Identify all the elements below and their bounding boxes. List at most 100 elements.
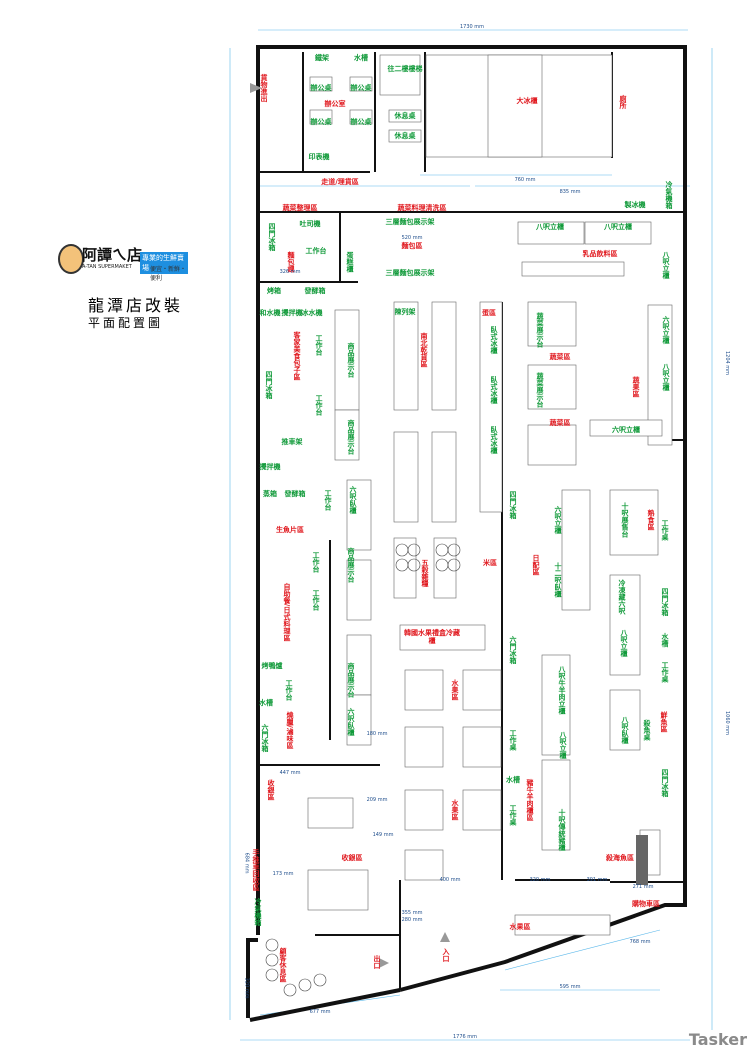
dimension-label: 760 mm xyxy=(514,177,536,183)
zone-label: 五穀雜糧 xyxy=(421,559,429,587)
fixture-label: 發酵箱 xyxy=(284,490,306,498)
dimension-label: 180 mm xyxy=(366,731,388,737)
dimension-label: 677 mm xyxy=(309,1009,331,1015)
fixture-label: 蔬菜展示台 xyxy=(536,312,544,348)
fixture-label: 六呎立櫃 xyxy=(554,506,562,534)
fixture-label: 辦公桌 xyxy=(310,84,332,92)
fixture-label: 商品展示台 xyxy=(347,342,355,378)
fixture-label: 辦公桌 xyxy=(310,118,332,126)
fixture-label: 冷凍藏六呎 xyxy=(618,579,626,615)
fixture-label: 往二樓樓梯 xyxy=(387,65,423,73)
fixture-label: 攪拌機 xyxy=(281,309,303,317)
fixture-label: 鐵架 xyxy=(315,54,329,62)
fixture-label: 休息桌 xyxy=(394,132,416,140)
fixture-label: 四門冰箱 xyxy=(509,491,517,519)
zone-label: 燒臘/滷味區 xyxy=(286,711,294,749)
page-subtitle: 平面配置圖 xyxy=(88,316,164,330)
fixture-label: 蒸箱 xyxy=(263,490,277,498)
zone-label: 收銀區 xyxy=(267,779,275,801)
fixture-label: 八呎立櫃 xyxy=(620,629,628,657)
fixture-label: 蛋糕櫃 xyxy=(346,251,354,273)
dimension-label: 835 mm xyxy=(559,189,581,195)
arrows xyxy=(250,83,450,968)
goods-bins xyxy=(265,543,461,997)
fixture-label: 烤箱 xyxy=(267,287,281,295)
zone-label: 米區 xyxy=(483,559,497,567)
fixture-label: 水槽 xyxy=(506,776,520,784)
fixture-label: 商品展示台 xyxy=(347,419,355,455)
fixture-label: 十呎傳統豬櫃 xyxy=(558,809,566,851)
zone-label: 購物車區 xyxy=(632,900,660,908)
zone-label: 自助餐/日式料理區 xyxy=(283,582,291,642)
zone-label: 南北乾貨區 xyxy=(420,332,428,368)
logo-english: A-TAN SUPERMAKET xyxy=(82,264,132,270)
fixture-label: 商品展示台 xyxy=(347,547,355,583)
fixture-label: 工作台 xyxy=(324,489,332,511)
zone-label: 豬牛羊肉櫃區 xyxy=(526,779,534,821)
fixture-label: 八呎立櫃 xyxy=(604,223,632,231)
fixture-label: 工作桌 xyxy=(661,661,669,683)
fixture-label: 六門冰箱 xyxy=(261,724,269,752)
goods-entry-arrow-icon xyxy=(250,83,262,93)
dimension-label: 173 mm xyxy=(272,871,294,877)
zone-label: 走道/理貨區 xyxy=(321,178,359,186)
dimension-label: 1776 mm xyxy=(452,1034,478,1040)
logo-slogan: 專業的生鮮賣場 xyxy=(140,252,188,274)
fixture-label: 四門冰箱 xyxy=(268,223,276,251)
fixture-label: 四門冰箱 xyxy=(265,371,273,399)
fixture-label: 八呎立櫃 xyxy=(559,731,567,759)
tasker-watermark: Tasker xyxy=(688,1030,747,1049)
zone-label: 大冰櫃 xyxy=(516,97,538,105)
fixture-label: 烤鴨爐 xyxy=(261,662,283,670)
fixture-label: 辦公桌 xyxy=(350,118,372,126)
fixture-label: 六呎臥櫃 xyxy=(349,486,357,514)
zone-label: 水果區 xyxy=(451,799,459,821)
dimension-label: 320 mm xyxy=(529,877,551,883)
mascot-icon xyxy=(58,244,84,274)
dimension-lines xyxy=(229,29,713,1041)
fixture-label: 工作桌 xyxy=(661,519,669,541)
zone-label: 水果區 xyxy=(509,923,531,931)
zone-label: 鮮魚區 xyxy=(660,711,668,733)
zone-label: 客家美食包子區 xyxy=(293,331,301,381)
fixture-label: 十呎展售台 xyxy=(621,502,629,538)
fixture-label: 臥式冰櫃 xyxy=(490,426,498,454)
exit-arrow-icon xyxy=(379,958,389,968)
zone-label: 日配區 xyxy=(532,554,540,576)
fixture-label: 六呎立櫃 xyxy=(662,316,670,344)
dimension-label: 391 mm xyxy=(586,877,608,883)
dimension-label: 320 mm xyxy=(243,977,250,999)
fixture-label: 辦公桌 xyxy=(350,84,372,92)
dimension-label: 1730 mm xyxy=(459,24,485,30)
fixture-label: 工作台 xyxy=(315,334,323,356)
fixture-label: 三層麵包展示架 xyxy=(385,269,435,277)
fixture-label: 發酵箱 xyxy=(304,287,326,295)
fixture-label: 攪拌機 xyxy=(259,463,281,471)
entrance-arrow-icon xyxy=(440,932,450,942)
fish-tank xyxy=(636,835,648,885)
logo-name: 阿譚ㄟ店 xyxy=(82,246,143,264)
fixture-label: 陳列架 xyxy=(394,308,416,316)
zone-label: 韓國水果禮盒冷藏櫃 xyxy=(404,629,460,645)
dimension-label: 149 mm xyxy=(372,832,394,838)
zone-label: 蔬菜區 xyxy=(549,353,571,361)
zone-label: 廁所 xyxy=(619,95,627,109)
zone-label: 手推車回收區 xyxy=(252,849,260,891)
fixture-label: 和水機 xyxy=(259,309,281,317)
zone-label: 貨物進出 xyxy=(260,74,268,102)
fixture-label: 工作台 xyxy=(285,679,293,701)
fixture-label: 工作桌 xyxy=(509,729,517,751)
dimension-label: 447 mm xyxy=(279,770,301,776)
fixture-label: 冷氣機箱 xyxy=(254,898,262,926)
fixture-label: 水槽 xyxy=(259,699,273,707)
fixture-label: 冷氣機箱 xyxy=(665,181,673,209)
zone-label: 麵包區 xyxy=(401,242,423,250)
fixture-label: 殺魚桌 xyxy=(643,719,651,741)
dimension-label: 280 mm xyxy=(401,917,423,923)
store-logo: 阿譚ㄟ店 A-TAN SUPERMAKET 專業的生鮮賣場 便宜・新鮮・便利 xyxy=(58,244,188,282)
zone-label: 收銀區 xyxy=(341,854,363,862)
dimension-label: 768 mm xyxy=(629,939,651,945)
dimension-label: 355 mm xyxy=(401,910,423,916)
fixture-label: 六呎立櫃 xyxy=(612,426,640,434)
